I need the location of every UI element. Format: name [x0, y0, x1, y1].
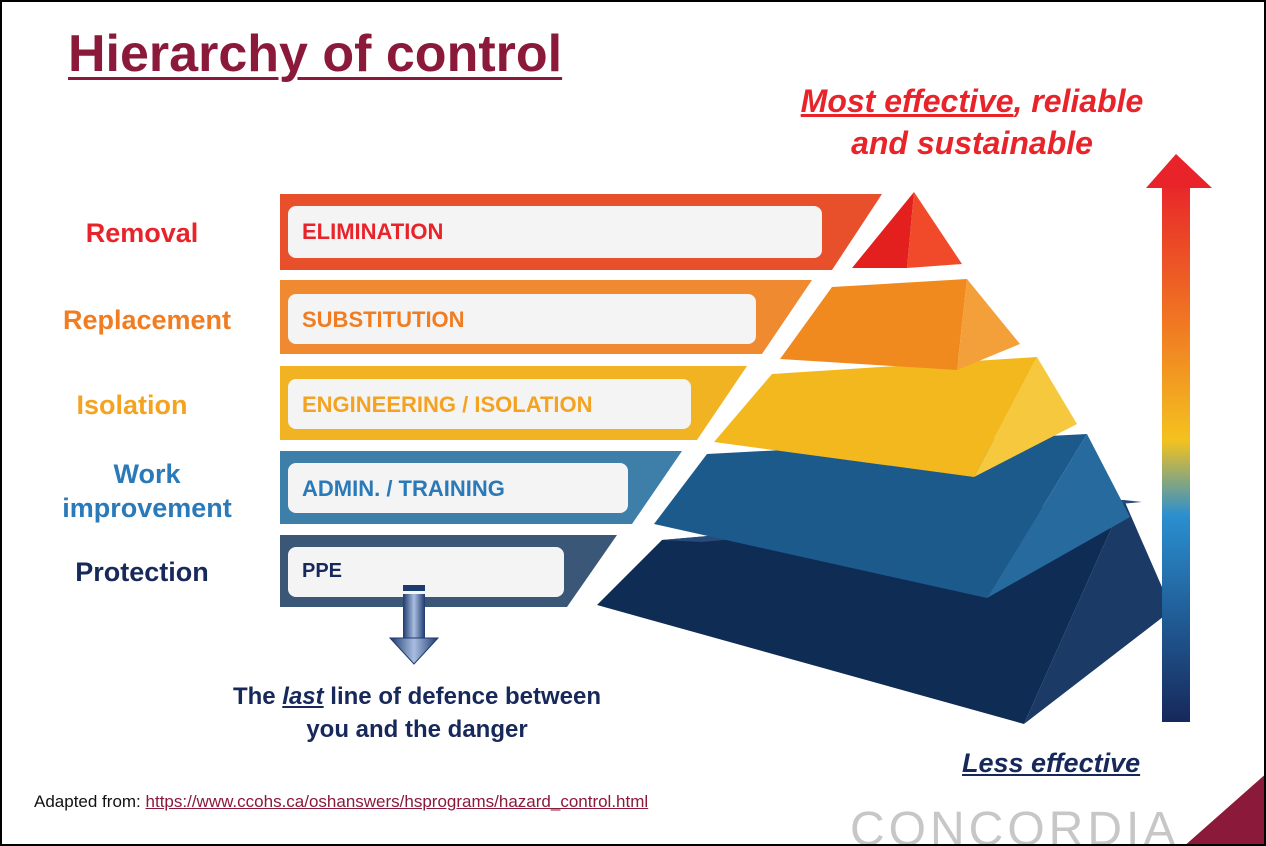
source-link[interactable]: https://www.ccohs.ca/oshanswers/hsprogra…	[145, 792, 649, 811]
most-effective-rest: , reliable	[1013, 83, 1144, 119]
label-work-improvement: Work improvement	[42, 457, 252, 525]
last-line-pre: The	[232, 683, 283, 710]
less-effective-label: Less effective	[962, 748, 1141, 778]
label-removal: Removal	[85, 218, 199, 248]
pyramid-tier-work	[654, 434, 1130, 598]
concordia-logo: CONCORDIA	[850, 803, 1180, 846]
last-line-emphasis: last	[282, 683, 324, 710]
box-admin	[288, 463, 628, 513]
last-line-line2: you and the danger	[306, 716, 528, 743]
most-effective-note: Most effective, reliable and sustainable	[742, 80, 1202, 164]
last-line-post: line of defence between	[323, 683, 602, 710]
label-isolation: Isolation	[76, 390, 188, 420]
bar-text-engineering: ENGINEERING / ISOLATION	[302, 392, 593, 417]
label-work-line2: improvement	[62, 493, 232, 523]
most-effective-emphasis: Most effective	[800, 83, 1014, 119]
last-line-note: The last line of defence between you and…	[182, 680, 652, 746]
box-ppe	[288, 547, 564, 597]
label-work-line1: Work	[113, 459, 181, 489]
down-arrow	[388, 585, 440, 665]
label-protection: Protection	[75, 557, 209, 587]
pyramid-tier-isolation	[714, 357, 1077, 477]
bar-text-elimination: ELIMINATION	[302, 219, 444, 244]
concordia-mark	[1186, 775, 1264, 844]
bar-text-ppe: PPE	[302, 560, 343, 582]
bar-text-admin: ADMIN. / TRAINING	[302, 476, 505, 501]
label-replacement: Replacement	[62, 305, 232, 335]
source-attribution: Adapted from: https://www.ccohs.ca/oshan…	[34, 792, 648, 812]
page-title: Hierarchy of control	[68, 25, 563, 83]
source-prefix: Adapted from:	[34, 792, 146, 811]
box-engineering	[288, 379, 691, 429]
box-elimination	[288, 206, 822, 258]
effectiveness-arrow	[1146, 154, 1212, 722]
bar-text-substitution: SUBSTITUTION	[302, 307, 465, 332]
most-effective-line2: and sustainable	[851, 125, 1093, 161]
box-substitution	[288, 294, 756, 344]
pyramid-tier-removal	[852, 192, 962, 268]
pyramid-tier-replacement	[780, 279, 1020, 370]
